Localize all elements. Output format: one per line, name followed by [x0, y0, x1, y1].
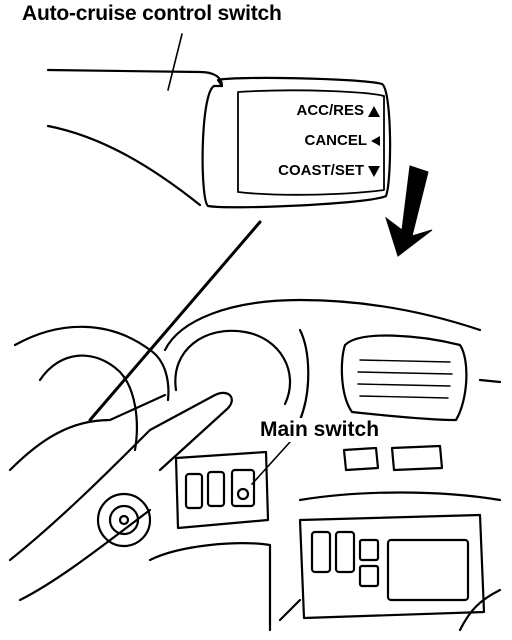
- ignition-inner: [108, 504, 140, 536]
- gauge-cluster: [174, 329, 291, 406]
- cancel-position: CANCEL: [304, 132, 380, 149]
- console-frame: [298, 513, 486, 620]
- console-button-1: [310, 530, 332, 574]
- steering-wheel-rim: [13, 325, 170, 402]
- pointer-line: [88, 220, 262, 422]
- triangle-down-icon: [368, 165, 380, 177]
- dashboard-hood: [298, 328, 310, 422]
- blank-switch-1: [342, 446, 380, 472]
- direction-arrow-icon: [385, 165, 433, 257]
- title-leader-line: [167, 33, 183, 91]
- steering-spoke: [18, 508, 152, 602]
- console-button-2: [334, 530, 356, 574]
- steering-wheel-inner: [38, 354, 138, 452]
- panel-button-1: [184, 472, 204, 510]
- ignition-outer: [96, 492, 152, 548]
- switch-panel: [174, 450, 270, 530]
- console-base: [278, 588, 502, 632]
- title-label: Auto-cruise control switch: [22, 2, 282, 25]
- lower-dash: [148, 542, 272, 632]
- air-vent: [340, 334, 468, 422]
- triangle-left-icon: [371, 136, 380, 147]
- coast-set-label: COAST/SET: [278, 162, 364, 179]
- console-display: [386, 538, 470, 602]
- steering-column: [8, 391, 233, 562]
- blank-switch-2: [390, 444, 444, 472]
- main-switch-button: [230, 468, 256, 508]
- lever-arm-lower: [46, 124, 202, 207]
- steering-wheel-outer: [8, 393, 167, 472]
- main-switch-leader: [251, 441, 291, 485]
- cancel-label: CANCEL: [304, 132, 368, 149]
- dashboard-top: [163, 298, 482, 352]
- acc-res-position: ACC/RES: [296, 102, 380, 119]
- coast-set-position: COAST/SET: [278, 162, 380, 179]
- acc-res-label: ACC/RES: [296, 102, 364, 119]
- console-button-4: [358, 564, 380, 588]
- main-switch-label: Main switch: [257, 418, 383, 442]
- console-button-3: [358, 538, 380, 562]
- air-vent-slats: [357, 359, 453, 399]
- lever-arm: [46, 68, 224, 88]
- switch-housing: [201, 76, 392, 209]
- main-switch-indicator: [236, 487, 250, 501]
- lower-dash-right: [298, 491, 502, 502]
- cruise-control-switch: ACC/RES CANCEL COAST/SET: [236, 94, 382, 190]
- triangle-up-icon: [368, 105, 380, 117]
- panel-button-2: [206, 470, 226, 508]
- switch-face: [237, 89, 385, 196]
- dash-edge: [478, 378, 502, 384]
- ignition-keyhole: [118, 514, 130, 526]
